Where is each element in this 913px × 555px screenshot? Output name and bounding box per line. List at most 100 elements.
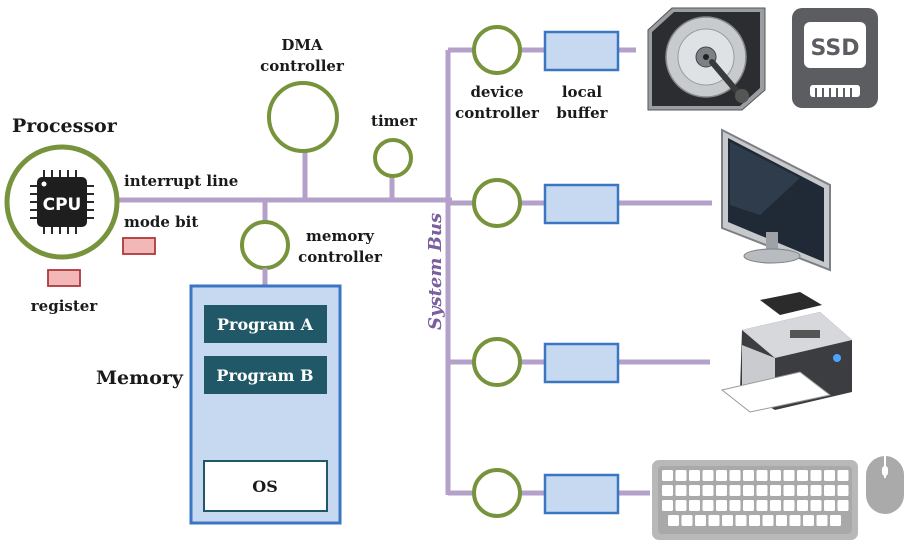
- mouse-icon: [866, 456, 904, 514]
- keyboard-key: [695, 515, 706, 526]
- keyboard-icon: [652, 460, 858, 540]
- keyboard-key: [837, 500, 849, 511]
- device-controller-4: [472, 468, 522, 518]
- local-buffer-4: [543, 473, 620, 515]
- timer-label: timer: [371, 112, 418, 130]
- os-box: [203, 460, 328, 512]
- keyboard-keys: [662, 470, 849, 526]
- keyboard-key: [797, 485, 808, 496]
- device-controller-2: [472, 178, 522, 228]
- keyboard-key: [702, 470, 714, 481]
- keyboard-key: [837, 470, 849, 481]
- keyboard-key: [743, 485, 754, 496]
- keyboard-key: [783, 470, 795, 481]
- keyboard-key: [689, 470, 700, 481]
- cpu-chip-icon: [30, 170, 94, 234]
- register-label: register: [31, 297, 99, 315]
- dma-label-line2: controller: [260, 57, 345, 75]
- timer-circle: [373, 138, 413, 178]
- keyboard-key: [803, 515, 814, 526]
- keyboard-key: [662, 470, 673, 481]
- program-b-box: [204, 356, 327, 394]
- keyboard-key: [716, 470, 727, 481]
- keyboard-key: [770, 500, 781, 511]
- mode-bit-label: mode bit: [124, 213, 198, 231]
- system-bus-label: System Bus: [425, 213, 446, 330]
- keyboard-key: [756, 470, 768, 481]
- program-a-box: [204, 305, 327, 343]
- program-a-label: Program A: [217, 315, 314, 334]
- keyboard-key: [797, 500, 808, 511]
- keyboard-key: [816, 515, 828, 526]
- memory-controller-label-line2: controller: [298, 248, 383, 266]
- program-b-label: Program B: [216, 366, 313, 385]
- memory-title: Memory: [96, 367, 184, 389]
- dma-label-line1: DMA: [281, 36, 323, 54]
- bus-lines: [90, 47, 712, 496]
- keyboard-key: [729, 485, 741, 496]
- keyboard-key: [743, 500, 754, 511]
- device-controller-3: [472, 337, 522, 387]
- keyboard-key: [830, 515, 841, 526]
- local-buffer-label-line1: local: [562, 83, 603, 101]
- keyboard-key: [702, 500, 714, 511]
- keyboard-key: [810, 500, 822, 511]
- keyboard-key: [783, 500, 795, 511]
- local-buffer-label-line2: buffer: [556, 104, 608, 122]
- os-label: OS: [252, 477, 278, 496]
- keyboard-key: [789, 515, 801, 526]
- keyboard-key: [662, 500, 673, 511]
- register-box: [47, 269, 81, 287]
- keyboard-key: [756, 485, 768, 496]
- interrupt-line-label: interrupt line: [124, 172, 238, 190]
- keyboard-key: [668, 515, 679, 526]
- keyboard-key: [749, 515, 760, 526]
- keyboard-key: [675, 470, 687, 481]
- keyboard-key: [681, 515, 693, 526]
- keyboard-key: [675, 485, 687, 496]
- keyboard-key: [716, 485, 727, 496]
- keyboard-key: [837, 485, 849, 496]
- keyboard-key: [797, 470, 808, 481]
- monitor-icon: [721, 128, 831, 272]
- keyboard-key: [722, 515, 733, 526]
- keyboard-key: [743, 470, 754, 481]
- keyboard-key: [776, 515, 787, 526]
- keyboard-key: [729, 500, 741, 511]
- device-controller-label-line2: controller: [455, 104, 540, 122]
- keyboard-key: [810, 470, 822, 481]
- cpu-label: CPU: [43, 195, 82, 215]
- ssd-icon: [792, 8, 878, 108]
- dma-controller-circle: [267, 81, 339, 153]
- keyboard-key: [810, 485, 822, 496]
- memory-controller-label-line1: memory: [306, 227, 375, 245]
- keyboard-key: [662, 485, 673, 496]
- memory-controller-circle: [240, 220, 290, 270]
- keyboard-key: [689, 485, 700, 496]
- keyboard-key: [689, 500, 700, 511]
- keyboard-key: [824, 500, 835, 511]
- keyboard-key: [783, 485, 795, 496]
- printer-icon: [720, 292, 852, 413]
- keyboard-key: [824, 485, 835, 496]
- local-buffer-3: [543, 342, 620, 384]
- local-buffer-2: [543, 183, 620, 225]
- hard-disk-icon: [647, 7, 766, 111]
- keyboard-key: [735, 515, 747, 526]
- keyboard-key: [708, 515, 720, 526]
- keyboard-key: [756, 500, 768, 511]
- ssd-label: SSD: [811, 36, 860, 61]
- device-controller-label-line1: device: [470, 83, 523, 101]
- processor-title: Processor: [12, 115, 118, 137]
- keyboard-key: [770, 470, 781, 481]
- mode-bit-box: [122, 237, 156, 255]
- keyboard-key: [716, 500, 727, 511]
- keyboard-key: [729, 470, 741, 481]
- keyboard-key: [824, 470, 835, 481]
- keyboard-key: [762, 515, 774, 526]
- keyboard-key: [770, 485, 781, 496]
- local-buffer-1: [543, 30, 620, 72]
- device-controller-1: [472, 25, 522, 75]
- keyboard-key: [675, 500, 687, 511]
